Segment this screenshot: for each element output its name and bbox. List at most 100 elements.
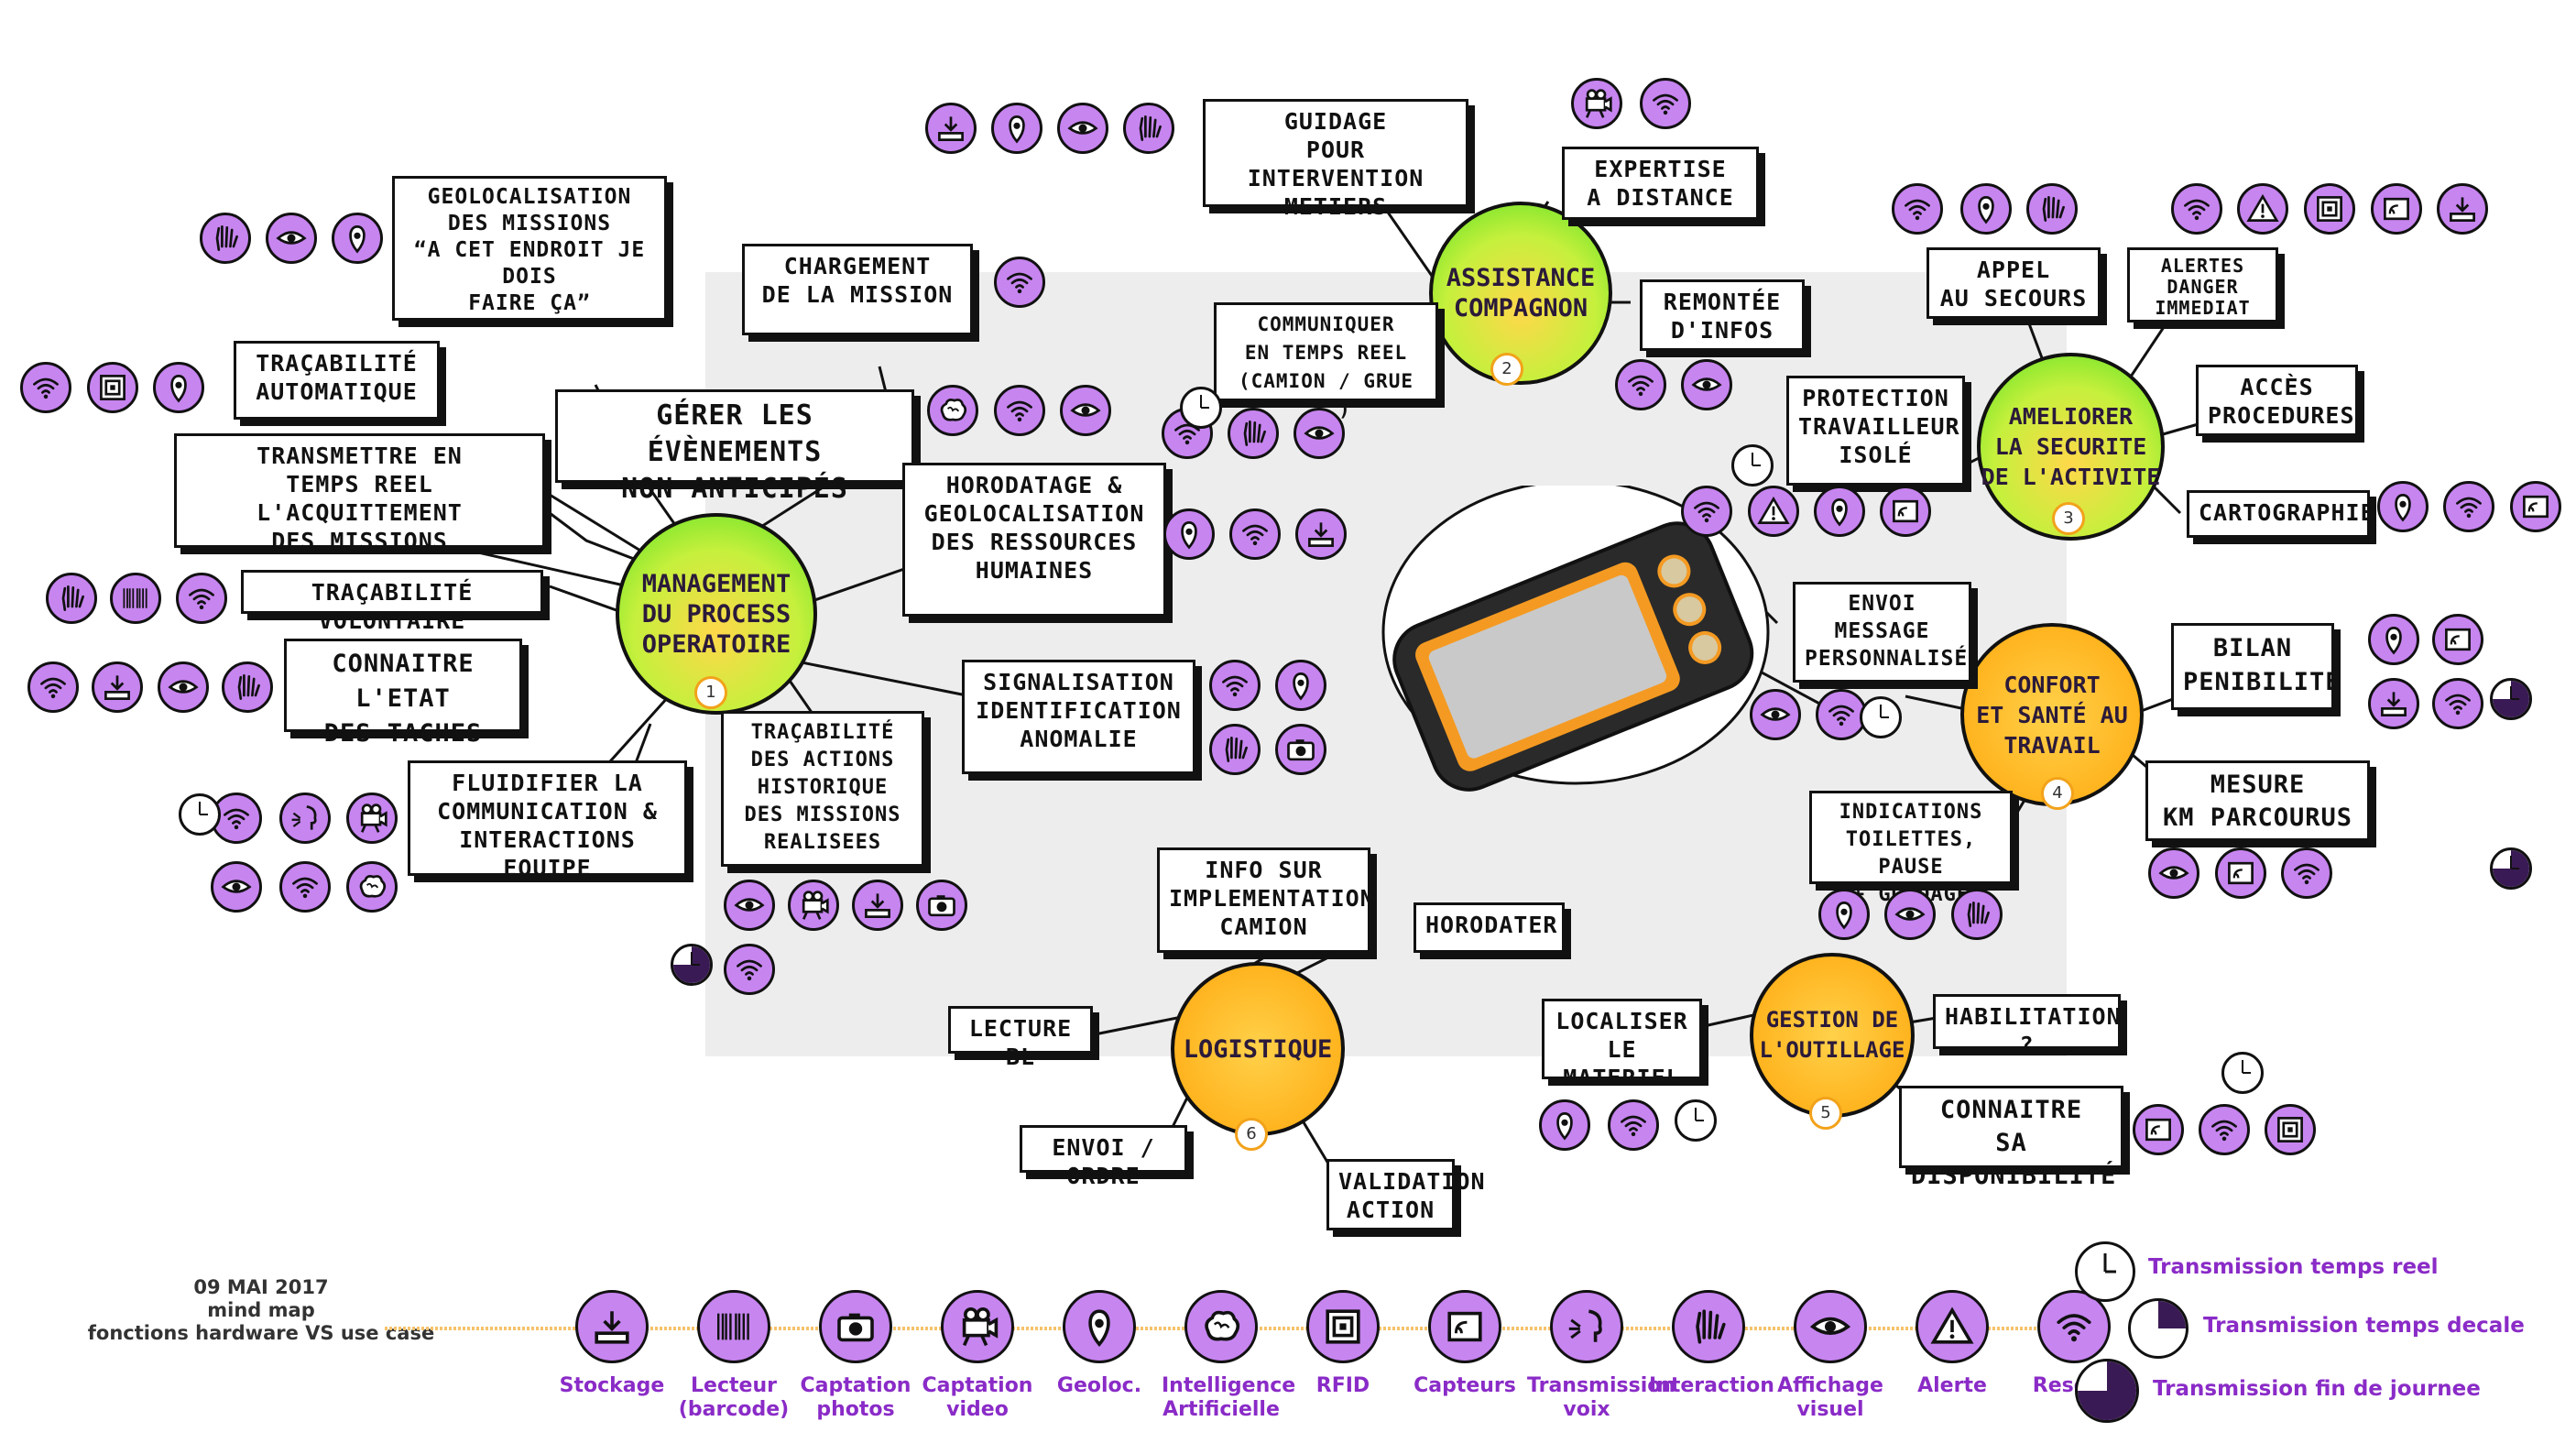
- wifi-icon: [2037, 1290, 2111, 1363]
- hub-assistance: Assistance compagnon: [1429, 202, 1612, 385]
- sensor-icon: [2432, 614, 2483, 665]
- location-pin-icon: [991, 103, 1042, 154]
- hand-interaction-icon: [46, 573, 97, 624]
- hub-assistance-label: Assistance compagnon: [1446, 264, 1596, 322]
- transmission-clock-icon: [2490, 678, 2532, 720]
- card-connaitre-disponibilite: Connaitre sa disponibilité: [1899, 1086, 2123, 1190]
- wifi-icon: [1608, 1099, 1659, 1151]
- rfid-icon: [1306, 1290, 1380, 1363]
- legend-label: Interaction: [1649, 1374, 1774, 1397]
- legend-label: Affichage visuel: [1777, 1374, 1883, 1421]
- eye-icon: [266, 213, 317, 264]
- sensor-icon: [2510, 481, 2561, 532]
- legend-label: Captation video: [922, 1374, 1033, 1421]
- hub-outillage-label: Gestion de l'outillage: [1759, 1007, 1905, 1063]
- wifi-icon: [2281, 847, 2332, 899]
- card-horodater: Horodater: [1414, 902, 1565, 953]
- storage-icon: [2437, 183, 2488, 235]
- card-alertes-danger: Alertes danger immediat: [2127, 247, 2278, 322]
- wifi-icon: [1209, 660, 1261, 711]
- barcode-icon: [110, 573, 161, 624]
- transmission-clock-icon: [1675, 1099, 1717, 1142]
- alert-triangle-icon: [2237, 183, 2288, 235]
- hand-interaction-icon: [1209, 724, 1261, 775]
- transmission-clock-icon: [1731, 444, 1774, 486]
- hand-interaction-icon: [200, 213, 251, 264]
- video-camera-icon: [346, 793, 398, 844]
- transmission-clock-icon: [1860, 696, 1902, 738]
- card-indications-toilettes: Indications toilettes, pause + guidage: [1809, 791, 2013, 906]
- legend-label: Geoloc.: [1056, 1374, 1142, 1397]
- clock-end-of-day-icon: [2075, 1359, 2139, 1423]
- location-pin-icon: [1818, 889, 1870, 940]
- card-info-implementation: Info sur implementation camion: [1157, 847, 1374, 953]
- wifi-icon: [994, 385, 1045, 436]
- location-pin-icon: [1063, 1290, 1136, 1363]
- footer-line2: mind map: [207, 1299, 315, 1321]
- transmission-delayed-label: Transmission temps decale: [2203, 1314, 2525, 1338]
- transmission-clock-icon: [2221, 1052, 2264, 1094]
- alert-triangle-icon: [1748, 486, 1799, 537]
- wifi-icon: [2199, 1104, 2250, 1155]
- card-expertise-distance: Expertise a distance: [1562, 147, 1759, 220]
- video-camera-icon: [788, 880, 839, 931]
- wifi-icon: [2171, 183, 2222, 235]
- location-pin-icon: [1814, 486, 1865, 537]
- sensor-icon: [1880, 486, 1931, 537]
- hub-number-5: 5: [1809, 1097, 1842, 1130]
- brain-icon: [346, 861, 398, 913]
- card-bilan-penibilite: Bilan penibilité: [2171, 623, 2341, 710]
- hub-number-2: 2: [1490, 353, 1523, 386]
- location-pin-icon: [2377, 481, 2429, 532]
- storage-icon: [575, 1290, 649, 1363]
- hand-interaction-icon: [2026, 183, 2078, 235]
- hub-logistique: Logistique: [1171, 962, 1345, 1136]
- location-pin-icon: [1275, 660, 1326, 711]
- barcode-icon: [697, 1290, 770, 1363]
- eye-icon: [1060, 385, 1111, 436]
- rfid-icon: [87, 362, 138, 413]
- legend-label: Capteurs: [1414, 1374, 1516, 1397]
- location-pin-icon: [1163, 508, 1215, 560]
- alert-triangle-icon: [1916, 1290, 1989, 1363]
- eye-icon: [1057, 103, 1108, 154]
- card-cartographie: Cartographie: [2187, 490, 2374, 538]
- legend-label: Lecteur (barcode): [678, 1374, 790, 1421]
- hub-number-6: 6: [1235, 1118, 1268, 1151]
- hand-interaction-icon: [1228, 408, 1279, 459]
- location-pin-icon: [2368, 614, 2419, 665]
- video-camera-icon: [941, 1290, 1014, 1363]
- wifi-icon: [279, 861, 331, 913]
- legend-label: Captation photos: [800, 1374, 911, 1421]
- card-envoi-message: Envoi message personnalisé: [1793, 582, 1971, 683]
- wifi-icon: [1816, 689, 1867, 740]
- hub-logistique-label: Logistique: [1183, 1034, 1333, 1064]
- card-validation-action: Validation action: [1326, 1159, 1485, 1230]
- camera-icon: [819, 1290, 892, 1363]
- transmission-clock-icon: [179, 793, 221, 836]
- hand-interaction-icon: [222, 661, 273, 713]
- eye-icon: [1681, 359, 1732, 410]
- card-tracabilite-automatique: Traçabilité automatique: [234, 341, 440, 420]
- location-pin-icon: [332, 213, 383, 264]
- device-illustration: [1381, 486, 1770, 792]
- card-communiquer-temps-reel: Communiquer en temps reel (camion / grue…: [1214, 302, 1438, 421]
- card-tracabilite-volontaire: Traçabilité volontaire: [241, 570, 543, 634]
- wifi-icon: [1615, 359, 1666, 410]
- eye-icon: [1293, 408, 1345, 459]
- wifi-icon: [27, 661, 79, 713]
- wifi-icon: [1681, 486, 1732, 537]
- sensor-icon: [2215, 847, 2266, 899]
- wifi-icon: [20, 362, 71, 413]
- wifi-icon: [994, 257, 1045, 308]
- card-envoi-ordre: Envoi / ordre: [1020, 1125, 1187, 1189]
- hub-number-4: 4: [2041, 777, 2074, 810]
- wifi-icon: [1892, 183, 1943, 235]
- card-mesure-km: Mesure km parcourus: [2145, 760, 2370, 841]
- clock-realtime-icon: [2075, 1241, 2135, 1302]
- voice-icon: [279, 793, 331, 844]
- storage-icon: [2368, 678, 2419, 729]
- wifi-icon: [1229, 508, 1281, 560]
- eye-icon: [1884, 889, 1936, 940]
- transmission-clock-icon: [671, 944, 713, 986]
